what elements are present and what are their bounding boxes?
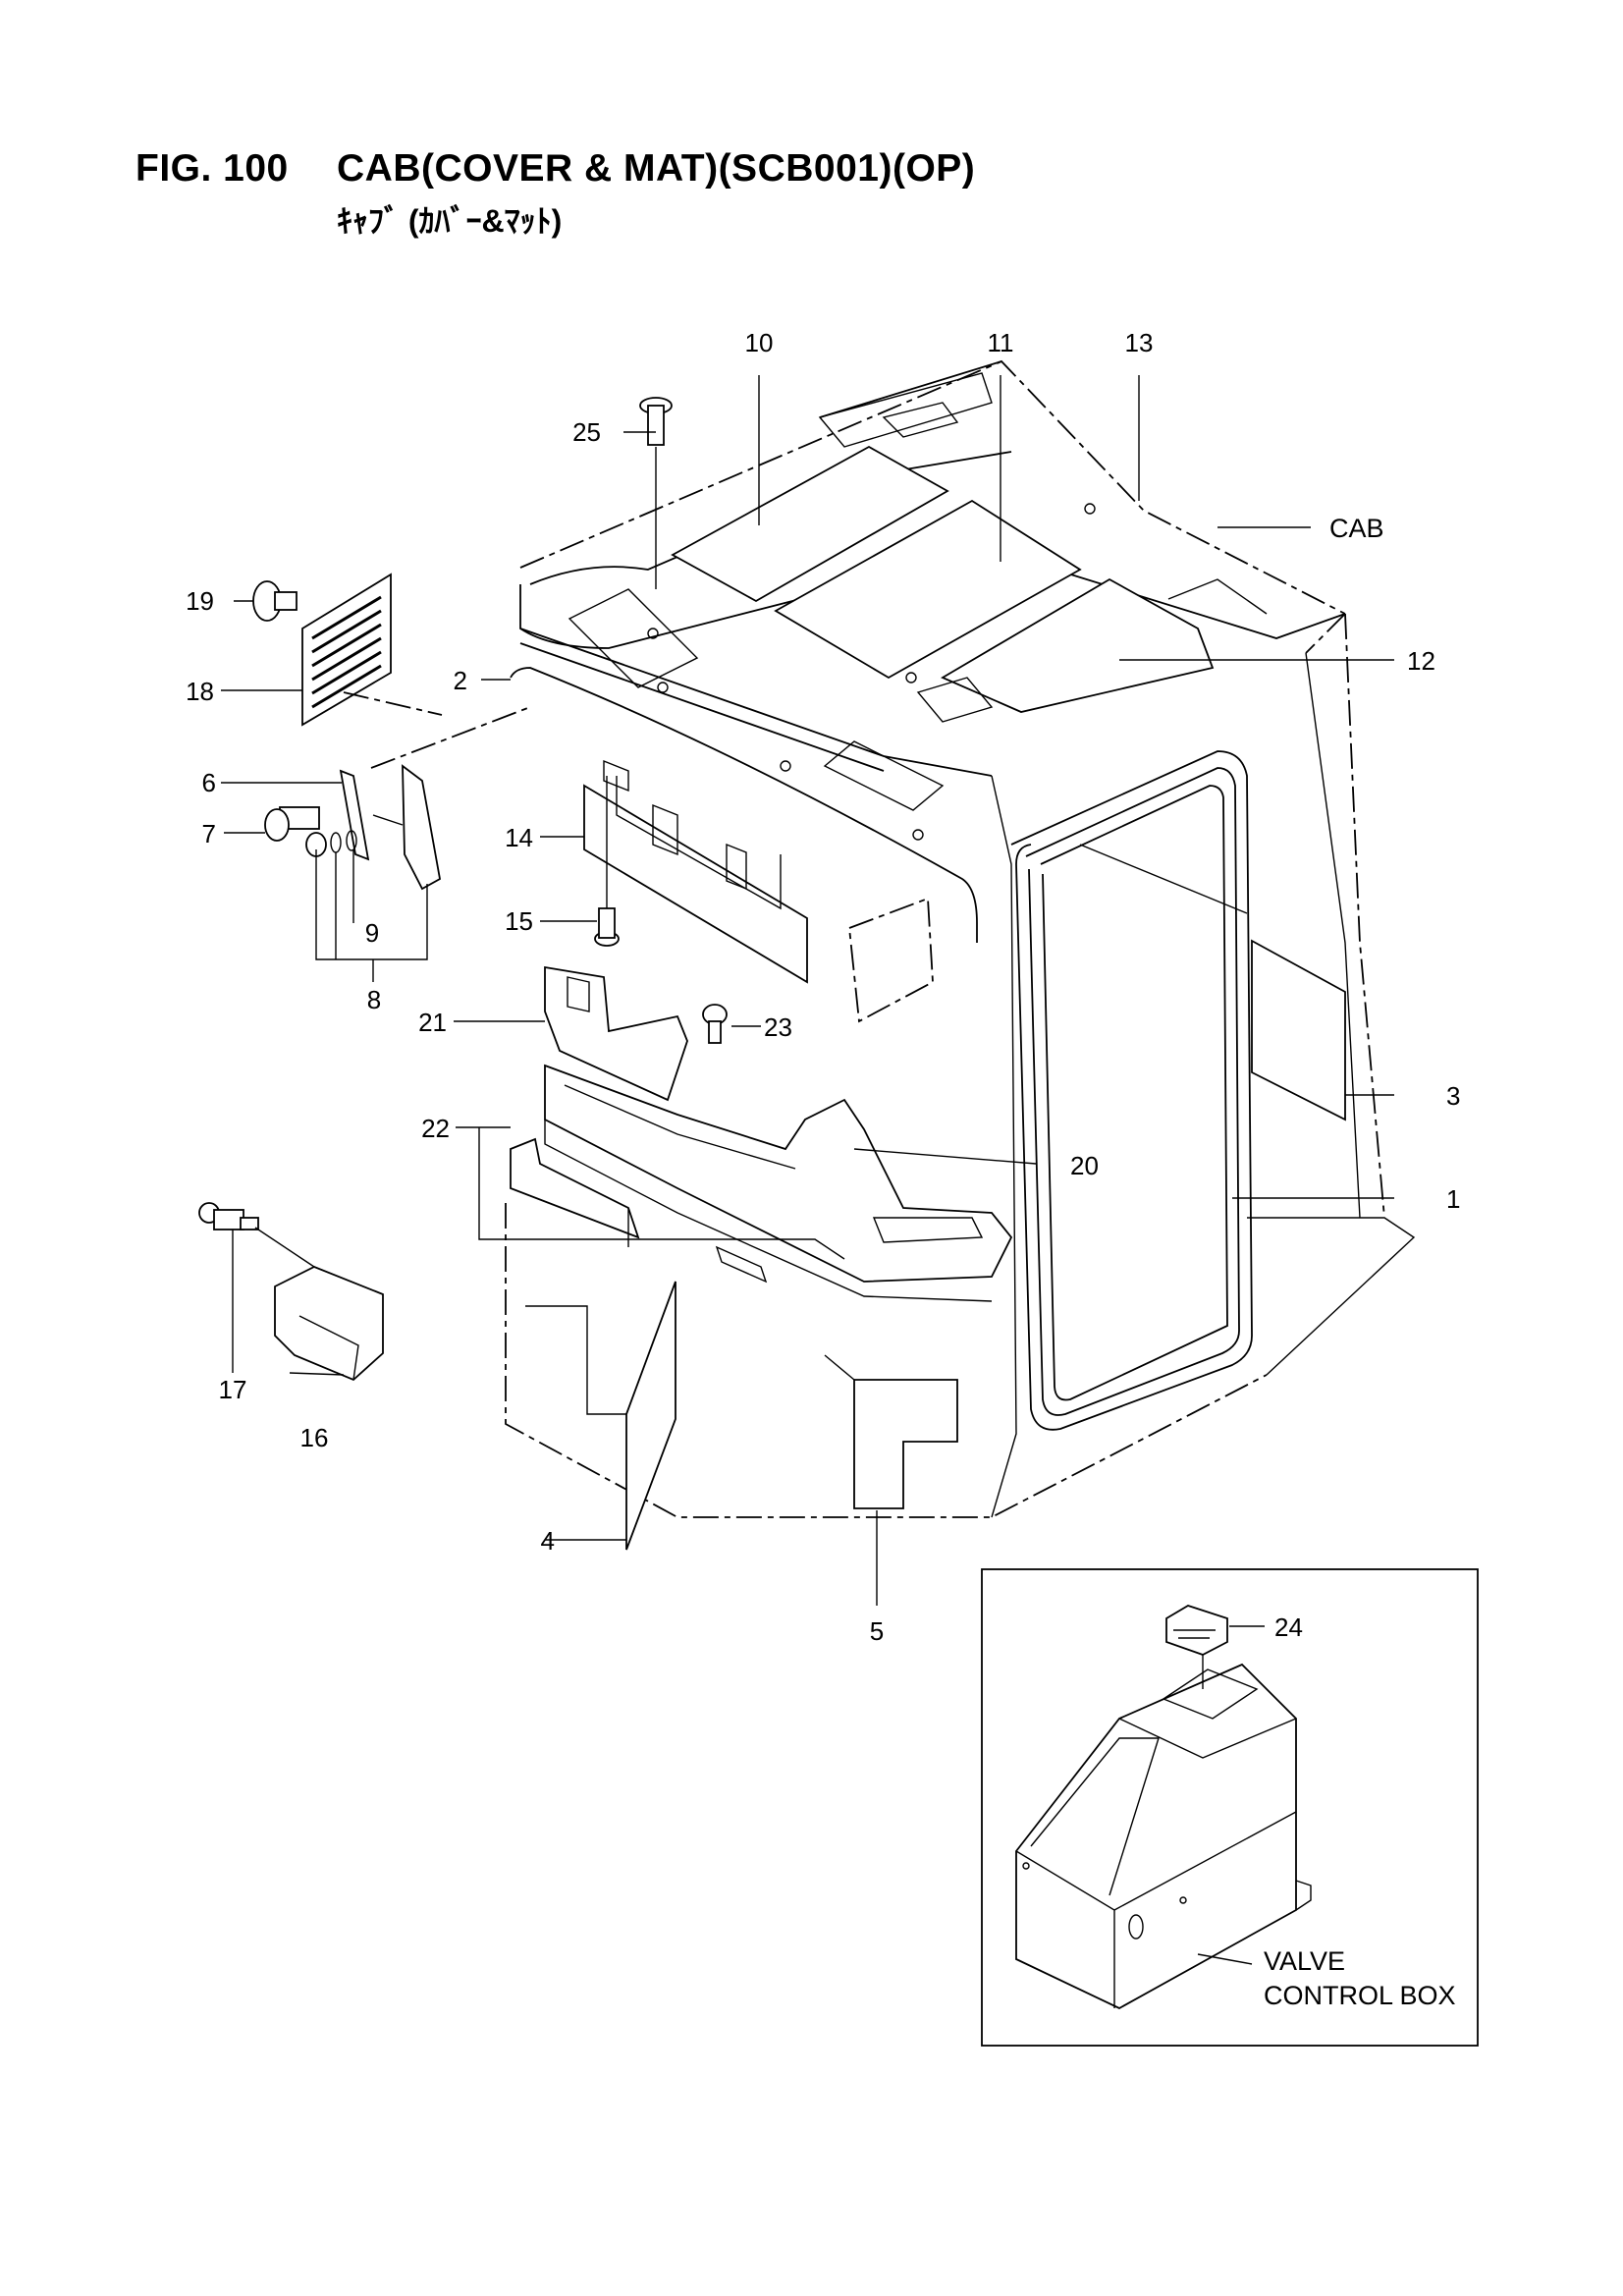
fastener-23: [702, 1004, 728, 1044]
fastener-25: [639, 397, 673, 589]
label-valve: VALVE: [1264, 1946, 1345, 1976]
callout-7: 7: [202, 819, 216, 848]
roof-mat-10: [671, 445, 949, 603]
callout-23: 23: [764, 1012, 792, 1042]
callout-22: 22: [421, 1114, 450, 1143]
callout-9: 9: [365, 918, 379, 948]
callout-20: 20: [1070, 1151, 1099, 1180]
callout-17: 17: [219, 1375, 247, 1404]
callout-21: 21: [418, 1008, 447, 1037]
callout-13: 13: [1125, 328, 1154, 357]
cab-window-frame: [991, 652, 1416, 1518]
callout-25: 25: [572, 417, 601, 447]
label-control-box: CONTROL BOX: [1264, 1981, 1456, 2010]
trim-20: [544, 1064, 1013, 1283]
figure-title: CAB(COVER & MAT)(SCB001)(OP): [337, 147, 976, 190]
callout-12: 12: [1407, 646, 1435, 676]
fastener-15: [594, 776, 620, 947]
callout-8: 8: [367, 985, 381, 1014]
callout-6: 6: [202, 768, 216, 797]
callout-4: 4: [541, 1526, 555, 1556]
part-17-fitting: [198, 1202, 315, 1268]
grille-18: [301, 573, 392, 727]
switch-24: [1165, 1605, 1228, 1689]
leader-lines: [221, 375, 1394, 1965]
callout-16: 16: [300, 1423, 329, 1452]
dashboard-trim: [510, 965, 1013, 1302]
front-pipe-2: [510, 667, 978, 943]
callout-15: 15: [505, 906, 533, 936]
trim-21: [544, 965, 688, 1102]
callout-14: 14: [505, 823, 533, 852]
callout-5: 5: [870, 1616, 884, 1646]
figure-header: FIG. 100 CAB(COVER & MAT)(SCB001)(OP) ｷｬﾌ…: [135, 147, 975, 239]
callout-1: 1: [1446, 1184, 1460, 1214]
figure-title-row: FIG. 100 CAB(COVER & MAT)(SCB001)(OP): [135, 147, 975, 191]
word-labels: CAB VALVE CONTROL BOX: [1264, 514, 1456, 2010]
roof-mat-12: [941, 577, 1215, 713]
callout-2: 2: [454, 666, 467, 695]
callout-11: 11: [988, 328, 1014, 357]
callout-3: 3: [1446, 1081, 1460, 1111]
label-cab: CAB: [1329, 514, 1384, 543]
panel-14: [583, 759, 934, 1023]
callouts: 10 11 13 25 19 12 2 18 6 7 14 15 9 8 21 …: [186, 328, 1460, 1646]
knob-19: [252, 580, 298, 622]
callout-10: 10: [745, 328, 774, 357]
side-panel-3: [1251, 939, 1346, 1121]
figure-subtitle: ｷｬﾌﾞ (ｶﾊﾞｰ&ﾏｯﾄ): [337, 203, 563, 239]
figure-number: FIG. 100: [135, 147, 289, 190]
valve-control-box: [1015, 1663, 1312, 2010]
mirror-assembly: [264, 706, 531, 891]
callout-18: 18: [186, 677, 214, 706]
panel-5: [853, 1379, 958, 1509]
panel-4: [625, 1281, 676, 1551]
callout-24: 24: [1274, 1613, 1303, 1642]
cab-outline: [505, 359, 1385, 1518]
part-16-cover: [274, 1266, 384, 1382]
valve-box-inset-frame: [981, 1568, 1479, 2047]
callout-19: 19: [186, 586, 214, 616]
roof-mat-11: [774, 499, 1082, 680]
cab-roof: [519, 360, 1346, 841]
